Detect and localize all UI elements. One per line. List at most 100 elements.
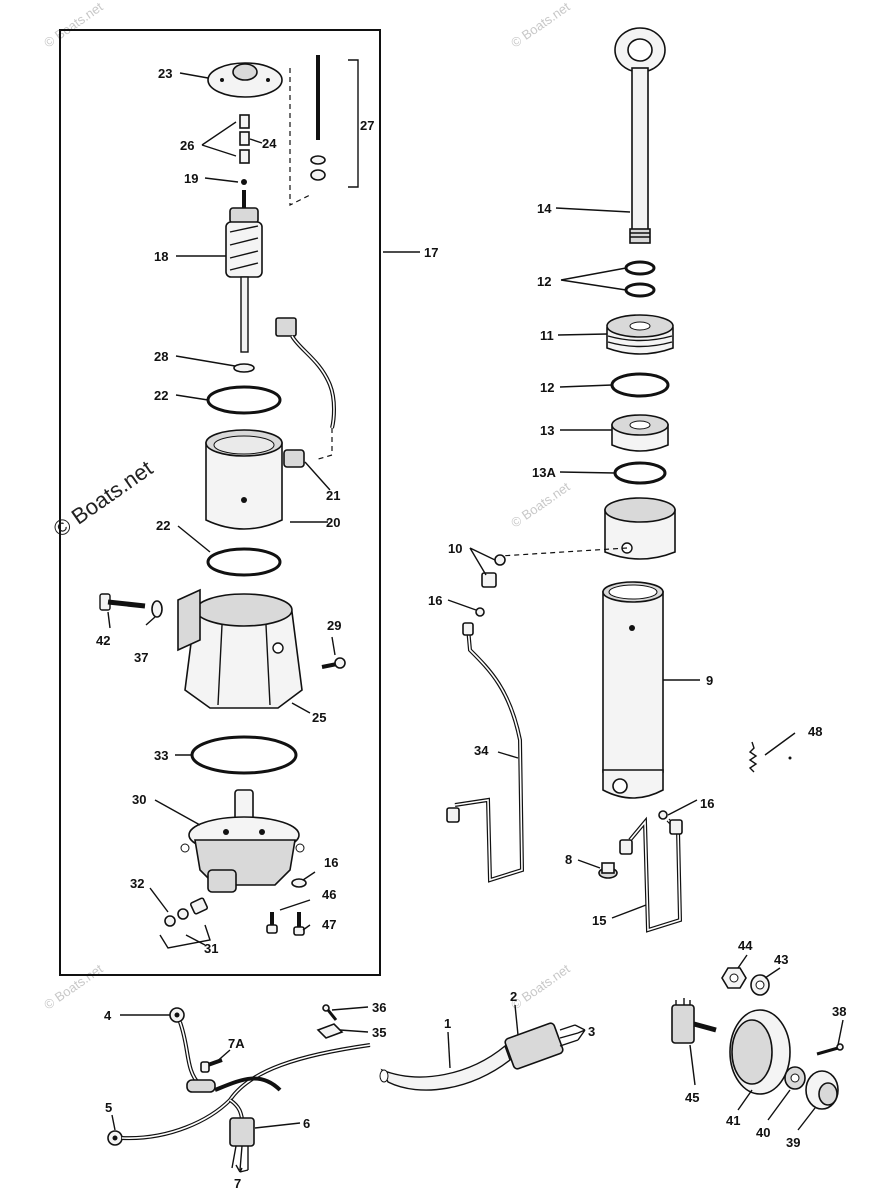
callout-20: 20 — [326, 515, 340, 530]
callout-30: 30 — [132, 792, 146, 807]
callout-16-left: 16 — [428, 593, 442, 608]
callout-13A: 13A — [532, 465, 556, 480]
callout-34: 34 — [474, 743, 489, 758]
callout-7A: 7A — [228, 1036, 245, 1051]
callout-47: 47 — [322, 917, 336, 932]
callout-46: 46 — [322, 887, 336, 902]
wire-lead — [275, 317, 336, 461]
callout-15: 15 — [592, 913, 606, 928]
plug-8 — [598, 862, 618, 879]
callout-9: 9 — [706, 673, 713, 688]
callout-42: 42 — [96, 633, 110, 648]
end-cap-23 — [207, 62, 283, 98]
tube-15 — [619, 816, 683, 933]
tube-34 — [446, 622, 525, 883]
watermark-small: © Boats.net — [508, 0, 573, 50]
piston-13 — [611, 414, 669, 452]
callout-40: 40 — [756, 1125, 770, 1140]
fuse-holder — [186, 1079, 216, 1093]
bolt-42 — [99, 593, 146, 611]
callout-7: 7 — [234, 1176, 241, 1191]
cable-1 — [379, 1044, 511, 1091]
nut-44 — [721, 967, 747, 989]
o-ring-12 — [610, 372, 670, 398]
callout-16-motor: 16 — [324, 855, 338, 870]
cylinder-9 — [602, 581, 664, 799]
callout-26: 26 — [180, 138, 194, 153]
o-ring-22-upper — [206, 385, 282, 415]
callout-16-right: 16 — [700, 796, 714, 811]
callout-17: 17 — [424, 245, 438, 260]
callout-labels: 23 26 24 2 7 19 18 17 28 22 21 20 22 42 3… — [96, 66, 846, 1191]
o-ring-13A — [613, 461, 667, 485]
spring-48 — [748, 741, 792, 773]
callout-18: 18 — [154, 249, 168, 264]
callout-43: 43 — [774, 952, 788, 967]
brushes-24-26 — [239, 114, 250, 185]
callout-39: 39 — [786, 1135, 800, 1150]
callout-14: 14 — [537, 201, 552, 216]
callout-28: 28 — [154, 349, 168, 364]
pump-30 — [180, 789, 305, 893]
callout-22-lower: 22 — [156, 518, 170, 533]
callout-25: 25 — [312, 710, 326, 725]
o-ring-22-lower — [206, 547, 282, 577]
callout-22-upper: 22 — [154, 388, 168, 403]
callout-44: 44 — [738, 938, 753, 953]
through-bolt-27 — [289, 55, 359, 206]
terminal-4 — [169, 1007, 185, 1023]
callout-10: 10 — [448, 541, 462, 556]
ring-12-b — [624, 282, 656, 298]
watermark-small: © Boats.net — [41, 961, 106, 1013]
watermark-main: © Boats.net — [49, 455, 158, 542]
callout-48: 48 — [808, 724, 822, 739]
switch-45 — [671, 998, 717, 1044]
callout-41: 41 — [726, 1113, 740, 1128]
o-ring-16-left — [475, 607, 485, 617]
callout-35: 35 — [372, 1025, 386, 1040]
piston-rod-14 — [614, 27, 666, 244]
bushing-40 — [784, 1066, 806, 1090]
motor-assembly-frame — [59, 29, 381, 976]
armature-18 — [225, 190, 263, 353]
o-ring-16-right — [658, 810, 668, 820]
watermarks: © Boats.net © Boats.net © Boats.net © Bo… — [41, 0, 573, 1012]
motor-housing-20 — [205, 429, 305, 530]
callout-4: 4 — [104, 1008, 112, 1023]
manifold-10 — [481, 497, 676, 588]
check-valve-32 — [159, 897, 211, 949]
connector-6 — [229, 1117, 255, 1171]
bolt-7A — [200, 1058, 223, 1073]
callout-11: 11 — [540, 328, 554, 343]
callout-31: 31 — [204, 941, 218, 956]
leader-lines — [107, 72, 844, 1173]
callout-21: 21 — [326, 488, 340, 503]
callout-24: 24 — [262, 136, 277, 151]
mounting-plate-41 — [729, 1009, 791, 1095]
knob-39 — [805, 1070, 839, 1110]
callout-33: 33 — [154, 748, 168, 763]
screws-46-47 — [266, 912, 305, 936]
washer-28 — [233, 363, 255, 373]
o-ring-33 — [190, 735, 298, 775]
screw-36 — [322, 1004, 338, 1021]
callout-45: 45 — [685, 1090, 699, 1105]
callout-37: 37 — [134, 650, 148, 665]
watermark-small: © Boats.net — [41, 0, 106, 50]
callout-6: 6 — [303, 1116, 310, 1131]
callout-38: 38 — [832, 1004, 846, 1019]
plug-connector-2 — [504, 1022, 579, 1070]
callout-19: 19 — [184, 171, 198, 186]
callout-36: 36 — [372, 1000, 386, 1015]
callout-13: 13 — [540, 423, 554, 438]
callout-8: 8 — [565, 852, 572, 867]
callout-5: 5 — [105, 1100, 112, 1115]
washer-43 — [750, 974, 770, 996]
callout-23: 23 — [158, 66, 172, 81]
callout-2: 2 — [510, 989, 517, 1004]
clamp-35 — [316, 1023, 344, 1039]
terminal-5 — [107, 1130, 123, 1146]
screw-29 — [321, 657, 346, 669]
ring-12-a — [624, 260, 656, 276]
